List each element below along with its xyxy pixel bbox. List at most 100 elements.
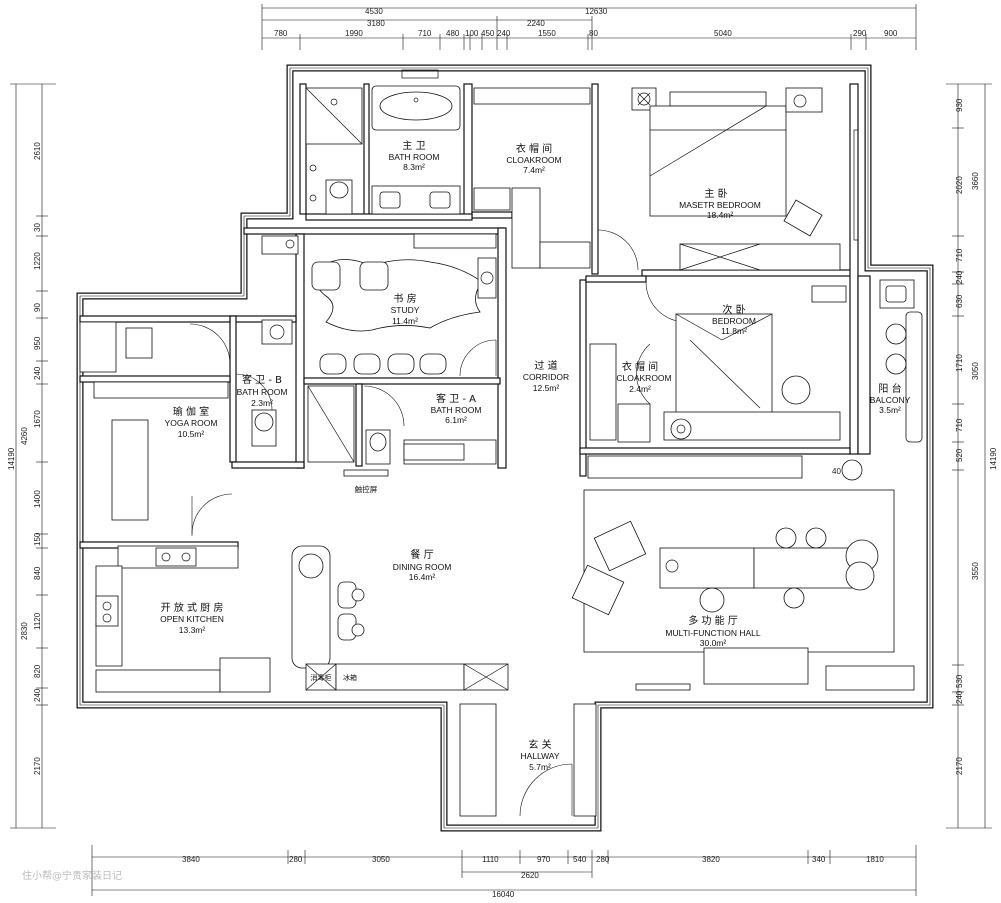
label-hallway: 玄 关 HALLWAY 5.7m²	[520, 738, 559, 772]
dim-top-290: 290	[853, 29, 867, 38]
svg-text:餐 厅: 餐 厅	[410, 548, 433, 561]
label-dining-room: 餐 厅 DINING ROOM 16.4m²	[393, 548, 452, 582]
svg-text:STUDY: STUDY	[391, 305, 420, 315]
svg-text:DINING ROOM: DINING ROOM	[393, 562, 452, 572]
dim-top-80: 80	[589, 29, 598, 38]
dim-top-2240: 2240	[527, 19, 545, 28]
svg-text:13.3m²: 13.3m²	[179, 625, 206, 635]
dim-top-900: 900	[884, 29, 898, 38]
dim-top-5040: 5040	[714, 29, 732, 38]
label-cloakroom-2: 衣 帽 间 CLOAKROOM 2.4m²	[616, 360, 671, 394]
dim-left-2610: 2610	[33, 142, 42, 160]
svg-text:玄 关: 玄 关	[528, 738, 551, 751]
bottom-dimensions: 3840 280 3050 1110 970 540 280 3820 340 …	[91, 845, 917, 899]
label-guest-bath-b: 客 卫 - B BATH ROOM 2.3m²	[237, 373, 288, 408]
yoga-room	[79, 321, 233, 536]
notes: 触控屏 消毒柜 冰箱 40	[311, 467, 842, 682]
dim-bot-540: 540	[573, 855, 587, 864]
guest-bath-b	[235, 319, 293, 447]
dim-top-3180: 3180	[367, 19, 385, 28]
label-study: 书 房 STUDY 11.4m²	[391, 292, 420, 326]
dim-left-90: 90	[33, 303, 42, 312]
label-balcony: 阳 台 BALCONY 3.5m²	[870, 382, 911, 415]
svg-text:CLOAKROOM: CLOAKROOM	[616, 373, 671, 383]
svg-text:客 卫 - B: 客 卫 - B	[242, 373, 282, 386]
dim-bot-2620: 2620	[521, 871, 539, 880]
dim-right-3660: 3660	[971, 172, 980, 190]
dim-right-2020: 2020	[955, 176, 964, 194]
dim-right-240b: 240	[955, 690, 964, 704]
dim-left-1400: 1400	[33, 490, 42, 508]
label-yoga-room: 瑜 伽 室 YOGA ROOM 10.5m²	[165, 405, 218, 439]
dim-right-520: 520	[955, 448, 964, 462]
svg-text:18.4m²: 18.4m²	[707, 210, 734, 220]
dim-left-1220: 1220	[33, 252, 42, 270]
dim-right-930: 930	[955, 98, 964, 112]
dim-left-150: 150	[33, 532, 42, 546]
dim-left-2170: 2170	[33, 757, 42, 775]
svg-text:16.4m²: 16.4m²	[409, 572, 436, 582]
dim-bot-overall: 16040	[492, 890, 515, 899]
kitchen-dining	[95, 545, 509, 693]
dim-right-3550: 3550	[971, 562, 980, 580]
dim-right-710b: 710	[955, 418, 964, 432]
dim-right-530: 530	[955, 674, 964, 688]
dim-left-1670: 1670	[33, 410, 42, 428]
multi-function-hall	[571, 459, 915, 691]
dim-left-1120: 1120	[33, 612, 42, 630]
dim-top-100: 100	[465, 29, 479, 38]
svg-text:CLOAKROOM: CLOAKROOM	[506, 155, 561, 165]
dim-bot-280b: 280	[596, 855, 610, 864]
svg-text:8.3m²: 8.3m²	[403, 162, 425, 172]
svg-text:6.1m²: 6.1m²	[445, 415, 467, 425]
svg-text:瑜 伽 室: 瑜 伽 室	[173, 405, 209, 418]
dim-right-2170: 2170	[955, 757, 964, 775]
dim-top-1990: 1990	[345, 29, 363, 38]
sterilizer-note: 消毒柜	[311, 673, 332, 682]
study	[261, 233, 497, 377]
svg-text:过 道: 过 道	[534, 359, 557, 372]
right-dimensions: 930 2020 710 240 630 1710 710 520 530 24…	[946, 83, 998, 829]
svg-text:11.4m²: 11.4m²	[392, 316, 418, 326]
svg-text:12.5m²: 12.5m²	[533, 383, 560, 393]
label-master-bedroom: 主 卧 MASETR BEDROOM 18.4m²	[679, 187, 761, 220]
svg-text:5.7m²: 5.7m²	[529, 762, 551, 772]
svg-text:阳 台: 阳 台	[878, 382, 901, 395]
svg-text:衣 帽 间: 衣 帽 间	[516, 142, 552, 155]
touch-screen-note: 触控屏	[355, 484, 378, 494]
dim-left-30: 30	[33, 223, 42, 232]
dim-left-4260: 4260	[20, 427, 29, 445]
svg-text:衣 帽 间: 衣 帽 间	[622, 360, 658, 373]
dim-top-240: 240	[497, 29, 511, 38]
master-bath	[305, 69, 461, 215]
master-bedroom	[631, 87, 859, 271]
dim-left-950: 950	[33, 336, 42, 350]
dim-bot-1810: 1810	[866, 855, 884, 864]
dim-left-240b: 240	[33, 688, 42, 702]
balcony	[879, 279, 923, 443]
svg-text:BEDROOM: BEDROOM	[712, 316, 756, 326]
svg-text:多 功 能 厅: 多 功 能 厅	[688, 614, 738, 627]
svg-text:主 卧: 主 卧	[704, 187, 727, 200]
svg-text:主 卫: 主 卫	[402, 140, 425, 152]
svg-text:次 卧: 次 卧	[722, 303, 745, 316]
label-open-kitchen: 开 放 式 厨 房 OPEN KITCHEN 13.3m²	[160, 601, 224, 635]
dim-bot-3820: 3820	[702, 855, 720, 864]
dim-bot-1110: 1110	[482, 855, 499, 864]
svg-text:开 放 式 厨 房: 开 放 式 厨 房	[161, 601, 224, 614]
label-cloakroom-main: 衣 帽 间 CLOAKROOM 7.4m²	[506, 142, 561, 175]
dim-left-overall: 14190	[7, 447, 16, 470]
dim-top-780: 780	[274, 29, 288, 38]
svg-text:2.4m²: 2.4m²	[629, 384, 651, 394]
dim-top-1550: 1550	[538, 29, 556, 38]
dim-right-630: 630	[955, 294, 964, 308]
interior-walls	[79, 83, 871, 549]
dim-right-overall: 14190	[989, 447, 998, 470]
svg-text:HALLWAY: HALLWAY	[520, 751, 559, 761]
svg-text:YOGA ROOM: YOGA ROOM	[165, 418, 218, 428]
svg-text:CORRIDOR: CORRIDOR	[523, 372, 569, 382]
svg-text:MULTI-FUNCTION HALL: MULTI-FUNCTION HALL	[665, 628, 761, 638]
dim-left-820: 820	[33, 664, 42, 678]
hallway	[459, 703, 597, 817]
